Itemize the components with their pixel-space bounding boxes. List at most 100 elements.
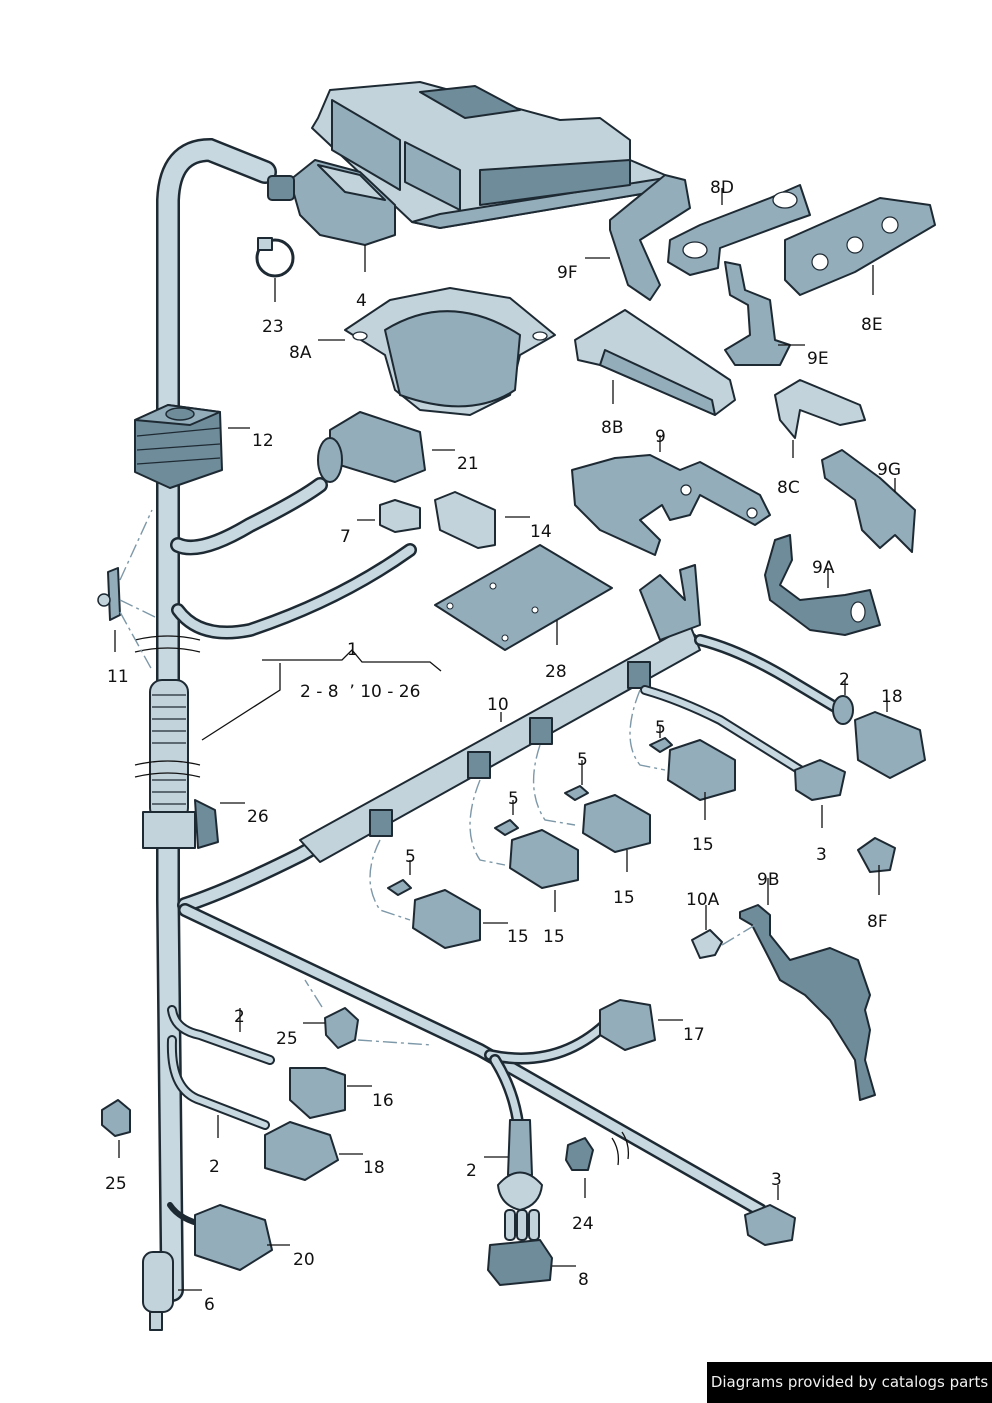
label-8C[interactable]: 8C — [777, 478, 800, 498]
connector-7[interactable] — [379, 499, 421, 533]
label-16[interactable]: 16 — [372, 1091, 394, 1111]
credit-banner: Diagrams provided by catalogs parts — [707, 1362, 992, 1403]
injector-connector-15a[interactable] — [667, 739, 736, 801]
injector-connector-15c[interactable] — [509, 829, 579, 889]
connector-18-lower[interactable] — [264, 1121, 339, 1181]
clip-5d[interactable] — [387, 879, 412, 896]
label-24[interactable]: 24 — [572, 1214, 594, 1234]
label-12[interactable]: 12 — [252, 431, 274, 451]
sensor-6[interactable] — [142, 1251, 174, 1331]
label-18-upper[interactable]: 18 — [881, 687, 903, 707]
main-harness-trunk[interactable] — [134, 137, 277, 1302]
label-15d[interactable]: 15 — [507, 927, 529, 947]
label-7[interactable]: 7 — [340, 527, 351, 547]
label-2-left-lower[interactable]: 2 — [209, 1157, 220, 1177]
lower-harness[interactable] — [178, 903, 767, 1217]
holder-8B[interactable] — [574, 309, 736, 416]
sensor-2-lower-center[interactable] — [497, 1119, 543, 1211]
bracket-9G[interactable] — [821, 449, 916, 553]
clip-25-center[interactable] — [304, 979, 433, 1049]
connector-8[interactable] — [487, 1209, 553, 1286]
label-14[interactable]: 14 — [530, 522, 552, 542]
bracket-9A[interactable] — [764, 534, 881, 636]
label-9B[interactable]: 9B — [757, 870, 779, 890]
label-5a[interactable]: 5 — [655, 718, 666, 738]
label-1-range: 2 - 8 ’ 10 - 26 — [300, 682, 420, 702]
bracket-9E[interactable] — [724, 261, 791, 366]
label-2-center[interactable]: 2 — [466, 1161, 477, 1181]
label-18-lower[interactable]: 18 — [363, 1158, 385, 1178]
label-8E[interactable]: 8E — [861, 315, 883, 335]
label-5c[interactable]: 5 — [508, 789, 519, 809]
label-11[interactable]: 11 — [107, 667, 129, 687]
label-9G[interactable]: 9G — [877, 460, 901, 480]
leader-lines — [114, 188, 896, 1291]
control-unit[interactable] — [311, 81, 666, 229]
clip-25-left[interactable] — [101, 1099, 131, 1137]
connector-4[interactable] — [267, 159, 396, 246]
label-15a[interactable]: 15 — [692, 835, 714, 855]
label-25-center[interactable]: 25 — [276, 1029, 298, 1049]
label-26[interactable]: 26 — [247, 807, 269, 827]
injector-connector-15d[interactable] — [412, 889, 481, 949]
holder-cup-8A[interactable] — [344, 287, 556, 416]
connector-3-upper[interactable] — [640, 685, 846, 801]
bracket-9F[interactable] — [609, 174, 691, 301]
injector-rail-10[interactable] — [177, 564, 701, 913]
label-6[interactable]: 6 — [204, 1295, 215, 1315]
label-3-lower[interactable]: 3 — [771, 1170, 782, 1190]
label-21[interactable]: 21 — [457, 454, 479, 474]
label-8F[interactable]: 8F — [867, 912, 888, 932]
label-28[interactable]: 28 — [545, 662, 567, 682]
label-10A[interactable]: 10A — [686, 890, 720, 910]
bracket-9B[interactable] — [739, 904, 876, 1101]
clip-5c[interactable] — [494, 819, 519, 836]
label-9E[interactable]: 9E — [807, 349, 829, 369]
label-5b[interactable]: 5 — [577, 750, 588, 770]
label-3-upper[interactable]: 3 — [816, 845, 827, 865]
clip-5a[interactable] — [649, 737, 673, 753]
bracket-8C[interactable] — [774, 379, 866, 439]
label-4[interactable]: 4 — [356, 291, 367, 311]
clip-24[interactable] — [565, 1137, 594, 1171]
label-15c[interactable]: 15 — [543, 927, 565, 947]
label-23[interactable]: 23 — [262, 317, 284, 337]
holder-8E[interactable] — [784, 197, 936, 296]
grommet-26[interactable] — [142, 799, 219, 849]
label-15b[interactable]: 15 — [613, 888, 635, 908]
injector-wire-guides — [369, 689, 666, 921]
label-8B[interactable]: 8B — [601, 418, 623, 438]
injector-connector-15b[interactable] — [582, 794, 651, 853]
grommet-12[interactable] — [134, 404, 223, 489]
clip-11[interactable] — [97, 509, 156, 671]
clip-8F[interactable] — [857, 837, 896, 873]
label-2-upper-right[interactable]: 2 — [839, 670, 850, 690]
left-lower-branches[interactable] — [166, 1005, 275, 1130]
label-1[interactable]: 1 — [347, 640, 358, 660]
clip-10A[interactable] — [691, 924, 756, 959]
connector-21[interactable] — [170, 411, 426, 556]
holder-8D[interactable] — [667, 184, 811, 276]
connector-17[interactable] — [599, 999, 656, 1051]
label-17[interactable]: 17 — [683, 1025, 705, 1045]
label-8[interactable]: 8 — [578, 1270, 589, 1290]
label-8A[interactable]: 8A — [289, 343, 312, 363]
hose-clamp-23[interactable] — [255, 237, 295, 278]
label-9F[interactable]: 9F — [557, 263, 578, 283]
bracket-9[interactable] — [571, 454, 771, 556]
label-2-left-upper[interactable]: 2 — [234, 1007, 245, 1027]
connector-14[interactable] — [171, 491, 496, 640]
label-25-left[interactable]: 25 — [105, 1174, 127, 1194]
label-9A[interactable]: 9A — [812, 558, 835, 578]
label-5d[interactable]: 5 — [405, 847, 416, 867]
label-10[interactable]: 10 — [487, 695, 509, 715]
sensor-lead-2-18[interactable] — [694, 634, 926, 779]
label-20[interactable]: 20 — [293, 1250, 315, 1270]
label-8D[interactable]: 8D — [710, 178, 734, 198]
connector-3-lower[interactable] — [744, 1204, 796, 1246]
clip-5b[interactable] — [564, 785, 589, 801]
connector-16[interactable] — [289, 1067, 346, 1119]
connector-20[interactable] — [167, 1202, 273, 1271]
plate-28[interactable] — [434, 544, 613, 651]
label-9[interactable]: 9 — [655, 427, 666, 447]
